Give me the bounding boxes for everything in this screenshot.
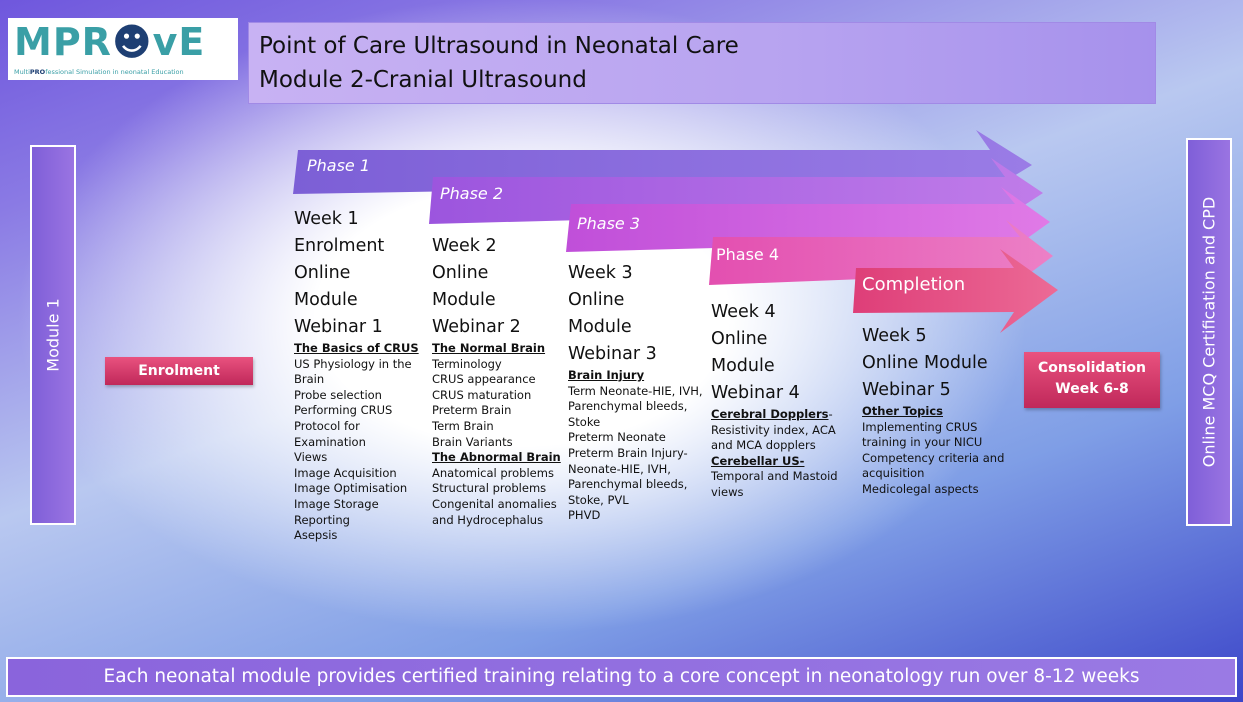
enrolment-pill: Enrolment [105,357,253,385]
logo-wordmark: MPR☻vE [14,20,206,64]
topic-heading: Cerebellar US- [711,453,805,468]
topic-item: Resistivity index, ACA and MCA dopplers [711,422,836,453]
topic-item: Implementing CRUS training in your NICU [862,419,983,450]
mprove-logo: MPR☻vE MultiPROfessional Simulation in n… [8,18,238,80]
topic-item: Terminology [432,356,502,371]
phase-1-label: Phase 1 [307,156,371,175]
week-1-line: Enrolment [294,236,385,256]
topic-item: Reporting [294,512,350,527]
topic-heading: Cerebral Dopplers [711,407,829,421]
completion-arrow [853,249,1058,333]
topic-heading-row: Cerebral Dopplers- [711,407,833,421]
logo-tagline: MultiPROfessional Simulation in neonatal… [14,68,184,76]
topic-item: Term Neonate-HIE, IVH, Parenchymal bleed… [568,383,703,429]
phase-4-label: Phase 4 [716,245,780,264]
week-1-line: Webinar 1 [294,317,383,337]
topic-heading: The Basics of CRUS [294,341,419,355]
topic-item: Views [294,450,328,465]
topic-item: Anatomical problems [432,465,554,480]
week-3-line: Online [568,290,625,310]
week-2-column: Week 2 Online Module Webinar 2 The Norma… [432,233,562,528]
week-3-title: Week 3 [568,263,633,283]
week-5-title: Week 5 [862,326,927,346]
topic-item: Preterm Brain Injury-Neonate-HIE, IVH, P… [568,445,688,507]
topic-item: Brain Variants [432,434,513,449]
title-line-2: Module 2-Cranial Ultrasound [259,67,587,93]
footer-banner: Each neonatal module provides certified … [6,657,1237,697]
topic-item: Image Storage [294,496,379,511]
topic-item: US Physiology in the Brain [294,356,412,387]
topic-item: Protocol for Examination [294,418,366,449]
week-3-column: Week 3 Online Module Webinar 3 Brain Inj… [568,260,704,524]
certification-bar: Online MCQ Certification and CPD [1186,138,1232,526]
week-4-title: Week 4 [711,302,776,322]
consolidation-pill: Consolidation Week 6-8 [1024,352,1160,408]
week-4-line: Module [711,356,775,376]
topic-item: Term Brain [432,418,494,433]
title-line-1: Point of Care Ultrasound in Neonatal Car… [259,33,739,59]
phase-3-label: Phase 3 [577,214,641,233]
topic-item: Congenital anomalies and Hydrocephalus [432,496,557,527]
week-4-line: Webinar 4 [711,383,800,403]
topic-heading: The Abnormal Brain [432,450,561,465]
consolidation-label: Consolidation [1038,360,1146,376]
week-5-column: Week 5 Online Module Webinar 5 Other Top… [862,323,1020,498]
topic-item: Temporal and Mastoid views [711,469,838,499]
week-2-line: Module [432,290,496,310]
topic-item: Medicolegal aspects [862,481,979,496]
topic-item: Probe selection [294,387,382,402]
topic-item: Image Optimisation [294,481,408,496]
week-3-line: Module [568,317,632,337]
completion-label: Completion [862,274,966,295]
topic-item: Asepsis [294,528,338,543]
week-2-title: Week 2 [432,236,497,256]
week-1-title: Week 1 [294,209,359,229]
topic-item: Structural problems [432,481,547,496]
topic-item: Performing CRUS [294,403,393,418]
week-2-line: Online [432,263,489,283]
topic-item: CRUS appearance [432,372,536,387]
week-4-column: Week 4 Online Module Webinar 4 Cerebral … [711,299,851,501]
title-banner: Point of Care Ultrasound in Neonatal Car… [248,22,1156,104]
week-5-line: Webinar 5 [862,380,951,400]
week-2-line: Webinar 2 [432,317,521,337]
topic-heading: The Normal Brain [432,341,546,355]
topic-heading: Brain Injury [568,368,645,382]
topic-item: Preterm Neonate [568,430,666,445]
week-3-line: Webinar 3 [568,344,657,364]
week-1-line: Module [294,290,358,310]
week-4-line: Online [711,329,768,349]
week-1-column: Week 1 Enrolment Online Module Webinar 1… [294,206,426,544]
topic-item: Image Acquisition [294,465,397,480]
week-1-line: Online [294,263,351,283]
module-1-bar: Module 1 [30,145,76,525]
week-5-line: Online Module [862,353,988,373]
consolidation-weeks: Week 6-8 [1055,381,1129,397]
phase-2-label: Phase 2 [440,184,504,203]
topic-item: PHVD [568,508,601,523]
topic-item: CRUS maturation [432,387,532,402]
topic-heading: Other Topics [862,404,943,418]
baby-icon: ☻ [111,20,153,64]
topic-item: Competency criteria and acquisition [862,450,1005,481]
topic-item: Preterm Brain [432,403,512,418]
